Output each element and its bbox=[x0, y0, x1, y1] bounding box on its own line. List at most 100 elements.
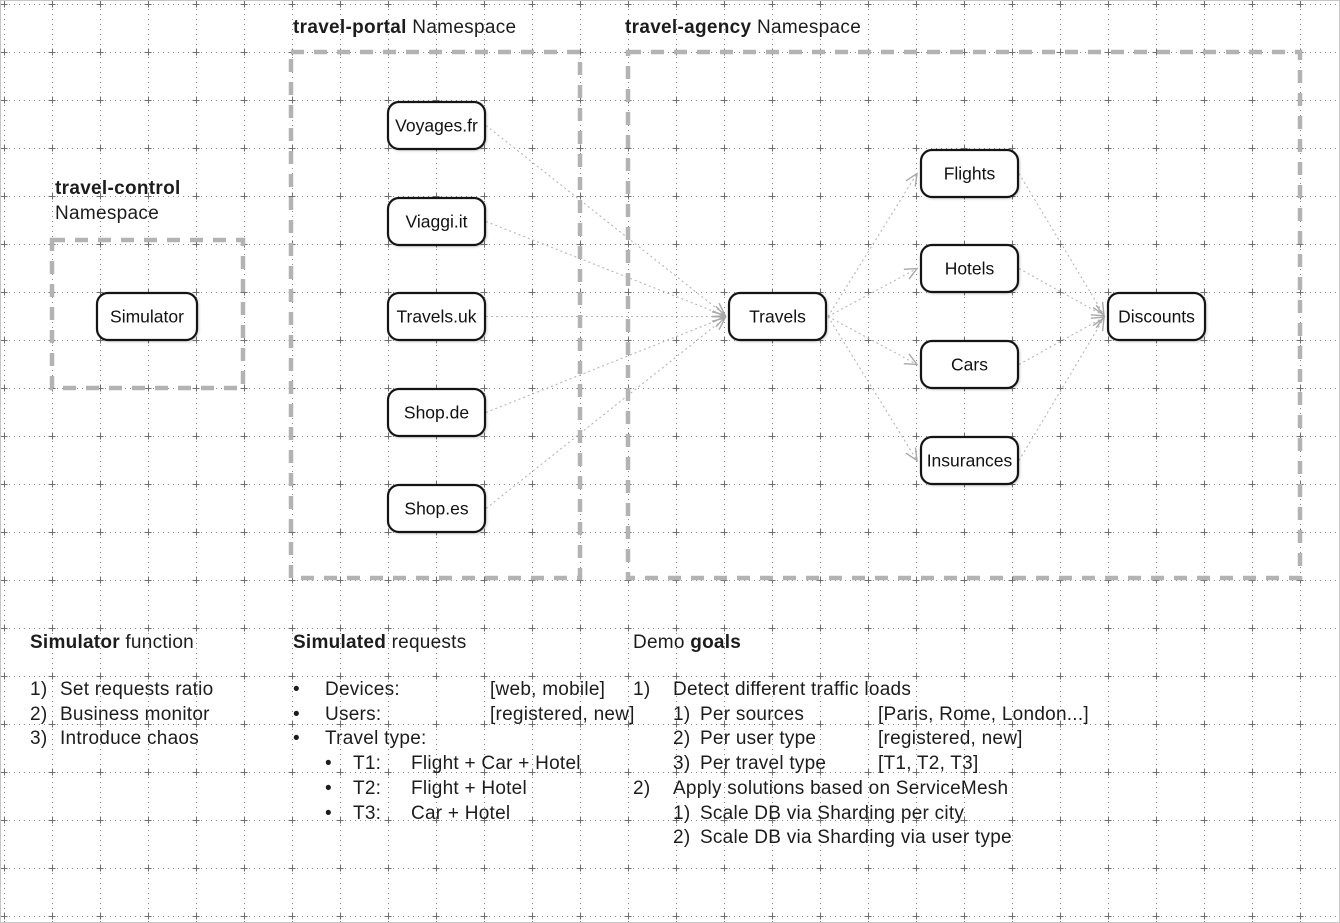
node-label-simulator: Simulator bbox=[110, 307, 184, 327]
list-label: Per user type bbox=[700, 728, 817, 750]
node-label-discounts: Discounts bbox=[1118, 307, 1195, 327]
list-item: • Devices: [web, mobile] bbox=[293, 678, 635, 703]
edge-voyages-travels bbox=[485, 125, 727, 317]
notes-simulated-requests-heading: Simulated requests bbox=[293, 630, 635, 655]
list-text: Scale DB via Sharding per city bbox=[700, 802, 965, 824]
list-text: Detect different traffic loads bbox=[673, 679, 912, 700]
list-text: Introduce chaos bbox=[60, 728, 199, 750]
title-travel-agency: travel-agency Namespace bbox=[625, 17, 861, 39]
heading-regular: Demo bbox=[633, 632, 691, 653]
list-value: [registered, new] bbox=[878, 728, 1023, 750]
node-cars bbox=[919, 339, 1020, 390]
list-value: [registered, new] bbox=[490, 703, 635, 725]
node-flights bbox=[919, 148, 1020, 199]
list-item: • Travel type: bbox=[293, 727, 635, 752]
node-label-viaggi: Viaggi.it bbox=[406, 212, 468, 232]
heading-bold: Simulated bbox=[293, 632, 387, 653]
heading-bold: Simulator bbox=[30, 632, 120, 653]
list-item: 1) Detect different traffic loads bbox=[633, 678, 1089, 703]
list-item: 2) Apply solutions based on ServiceMesh bbox=[633, 777, 1089, 802]
list-label: T2: bbox=[353, 777, 382, 799]
list-label: Users: bbox=[325, 703, 382, 725]
bullet-marker: • bbox=[293, 703, 300, 725]
bullet-marker: • bbox=[293, 728, 300, 750]
list-value: [web, mobile] bbox=[490, 679, 606, 700]
list-value: Flight + Car + Hotel bbox=[411, 753, 581, 775]
edge-hotels-discounts bbox=[1018, 268, 1106, 317]
list-marker: 1) bbox=[673, 703, 691, 725]
list-subitem: 2) Scale DB via Sharding via user type bbox=[673, 826, 1089, 851]
list-text: Set requests ratio bbox=[60, 679, 214, 700]
list-value: [T1, T2, T3] bbox=[878, 753, 979, 775]
node-shopes bbox=[386, 483, 487, 534]
list-label: Per sources bbox=[700, 703, 805, 725]
list-subitem: • T3: Car + Hotel bbox=[325, 802, 635, 827]
node-travels bbox=[727, 291, 828, 342]
list-subitem: 1) Scale DB via Sharding per city bbox=[673, 802, 1089, 827]
list-marker: 1) bbox=[673, 802, 691, 824]
list-marker: 2) bbox=[30, 703, 48, 725]
list-text: Apply solutions based on ServiceMesh bbox=[673, 777, 1009, 799]
list-subitem: • T2: Flight + Hotel bbox=[325, 777, 635, 802]
title-travel-agency-regular: Namespace bbox=[751, 17, 862, 38]
namespace-box-travel-control bbox=[49, 237, 246, 391]
node-label-flights: Flights bbox=[944, 164, 996, 184]
title-travel-portal: travel-portal Namespace bbox=[293, 17, 516, 39]
title-travel-control-regular: Namespace bbox=[55, 203, 160, 224]
list-item: 1) Set requests ratio bbox=[30, 678, 213, 703]
list-label: Travel type: bbox=[325, 728, 427, 750]
list-value: [Paris, Rome, London...] bbox=[878, 703, 1089, 725]
node-label-travelsuk: Travels.uk bbox=[396, 307, 476, 327]
namespace-box-travel-portal bbox=[288, 49, 583, 581]
bullet-marker: • bbox=[325, 777, 332, 799]
notes-simulator-function: Simulator function 1) Set requests ratio… bbox=[30, 630, 213, 752]
list-label: T3: bbox=[353, 802, 382, 824]
node-shopde bbox=[386, 387, 487, 438]
notes-demo-goals: Demo goals 1) Detect different traffic l… bbox=[633, 630, 1089, 851]
title-travel-agency-bold: travel-agency bbox=[625, 17, 752, 38]
list-label: Devices: bbox=[325, 679, 400, 700]
list-subitem: 2) Per user type [registered, new] bbox=[673, 727, 1089, 752]
notes-simulated-requests: Simulated requests • Devices: [web, mobi… bbox=[293, 630, 635, 826]
node-label-travels: Travels bbox=[749, 307, 806, 327]
list-subitem: 1) Per sources [Paris, Rome, London...] bbox=[673, 703, 1089, 728]
list-label: Per travel type bbox=[700, 753, 827, 775]
node-simulator bbox=[95, 291, 199, 342]
node-label-insurances: Insurances bbox=[927, 451, 1013, 471]
list-text: Business monitor bbox=[60, 703, 210, 725]
edge-shopes-travels bbox=[485, 316, 727, 509]
list-label: T1: bbox=[353, 753, 382, 775]
node-discounts bbox=[1106, 291, 1207, 342]
list-value: Car + Hotel bbox=[411, 802, 511, 824]
node-insurances bbox=[919, 435, 1020, 486]
node-label-voyages: Voyages.fr bbox=[395, 116, 478, 136]
edge-travels-cars bbox=[827, 316, 919, 366]
title-travel-portal-regular: Namespace bbox=[406, 17, 517, 38]
node-label-shopde: Shop.de bbox=[404, 403, 469, 423]
title-travel-control-bold: travel-control bbox=[55, 178, 181, 199]
list-marker: 2) bbox=[673, 728, 691, 750]
list-marker: 3) bbox=[673, 753, 691, 775]
edge-cars-discounts bbox=[1018, 316, 1106, 365]
notes-demo-goals-heading: Demo goals bbox=[633, 630, 1089, 655]
list-marker: 1) bbox=[30, 679, 48, 700]
list-value: Flight + Hotel bbox=[411, 777, 527, 799]
edge-travels-hotels bbox=[827, 267, 919, 317]
heading-bold: goals bbox=[690, 632, 742, 653]
title-travel-portal-bold: travel-portal bbox=[293, 17, 407, 38]
node-viaggi bbox=[386, 196, 487, 247]
node-label-hotels: Hotels bbox=[945, 259, 995, 279]
bullet-marker: • bbox=[325, 753, 332, 775]
bullet-marker: • bbox=[325, 802, 332, 824]
list-marker: 1) bbox=[633, 679, 651, 700]
bullet-marker: • bbox=[293, 679, 300, 700]
list-item: 3) Introduce chaos bbox=[30, 727, 213, 752]
heading-regular: function bbox=[119, 632, 194, 653]
list-item: • Users: [registered, new] bbox=[293, 703, 635, 728]
node-travelsuk bbox=[386, 291, 487, 342]
node-hotels bbox=[919, 243, 1020, 294]
list-text: Scale DB via Sharding via user type bbox=[700, 827, 1012, 849]
list-marker: 2) bbox=[633, 777, 651, 799]
